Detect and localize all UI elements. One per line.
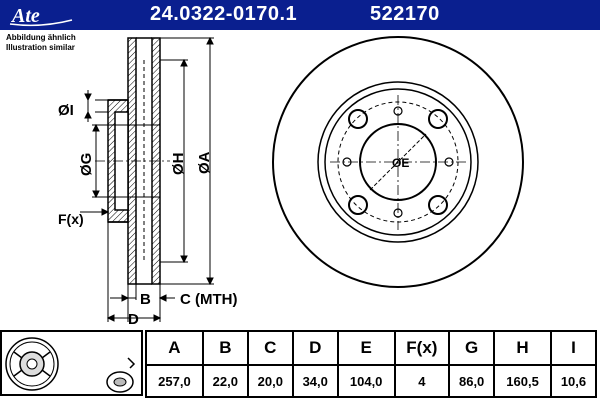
value-cell-i: 10,6 xyxy=(549,364,598,398)
header-cell-c: C xyxy=(246,330,294,366)
side-dimensions xyxy=(80,36,214,322)
dimensions-table: A B C D E F(x) G H I 257,0 22,0 20,0 34,… xyxy=(145,330,598,398)
side-section-view xyxy=(95,37,170,285)
header-cell-e: E xyxy=(336,330,396,366)
value-cell-d: 34,0 xyxy=(291,364,339,398)
label-a: ØA xyxy=(196,151,213,174)
value-cell-h: 160,5 xyxy=(493,364,552,398)
label-d: D xyxy=(128,311,139,328)
header-cell-i: I xyxy=(549,330,598,366)
brake-disc-thumbnail-icon xyxy=(5,337,136,393)
header-cell-h: H xyxy=(493,330,552,366)
ate-logo-icon: Ate xyxy=(9,5,73,27)
header-cell-d: D xyxy=(291,330,339,366)
note-english: Illustration similar xyxy=(6,43,75,52)
brand-text: Ate xyxy=(10,5,40,27)
value-cell-g: 86,0 xyxy=(448,364,496,398)
header-cell-a: A xyxy=(145,330,204,366)
value-cell-b: 22,0 xyxy=(201,364,249,398)
reference-number: 522170 xyxy=(370,3,440,25)
header-cell-b: B xyxy=(201,330,249,366)
note-german: Abbildung ähnlich xyxy=(6,33,76,42)
part-number: 24.0322-0170.1 xyxy=(150,3,298,25)
label-h: ØH xyxy=(170,153,187,176)
label-f: F(x) xyxy=(58,211,84,227)
technical-drawing: ØI ØG ØH ØA F(x) B C (MTH) D ØE xyxy=(58,36,524,328)
thumbnail-frame xyxy=(0,330,143,396)
front-view xyxy=(272,36,524,288)
label-e: ØE xyxy=(392,156,409,170)
value-cell-f: 4 xyxy=(393,364,451,398)
label-i: ØI xyxy=(58,102,74,119)
table-value-row: 257,0 22,0 20,0 34,0 104,0 4 86,0 160,5 … xyxy=(145,364,598,398)
value-cell-c: 20,0 xyxy=(246,364,294,398)
value-cell-e: 104,0 xyxy=(336,364,396,398)
header-bar: Ate 24.0322-0170.1 522170 xyxy=(0,0,600,30)
table-header-row: A B C D E F(x) G H I xyxy=(145,330,598,366)
header-cell-g: G xyxy=(448,330,496,366)
value-cell-a: 257,0 xyxy=(145,364,204,398)
header-cell-f: F(x) xyxy=(393,330,451,366)
label-b: B xyxy=(140,291,151,308)
label-g: ØG xyxy=(78,153,95,176)
label-c: C (MTH) xyxy=(180,291,237,308)
